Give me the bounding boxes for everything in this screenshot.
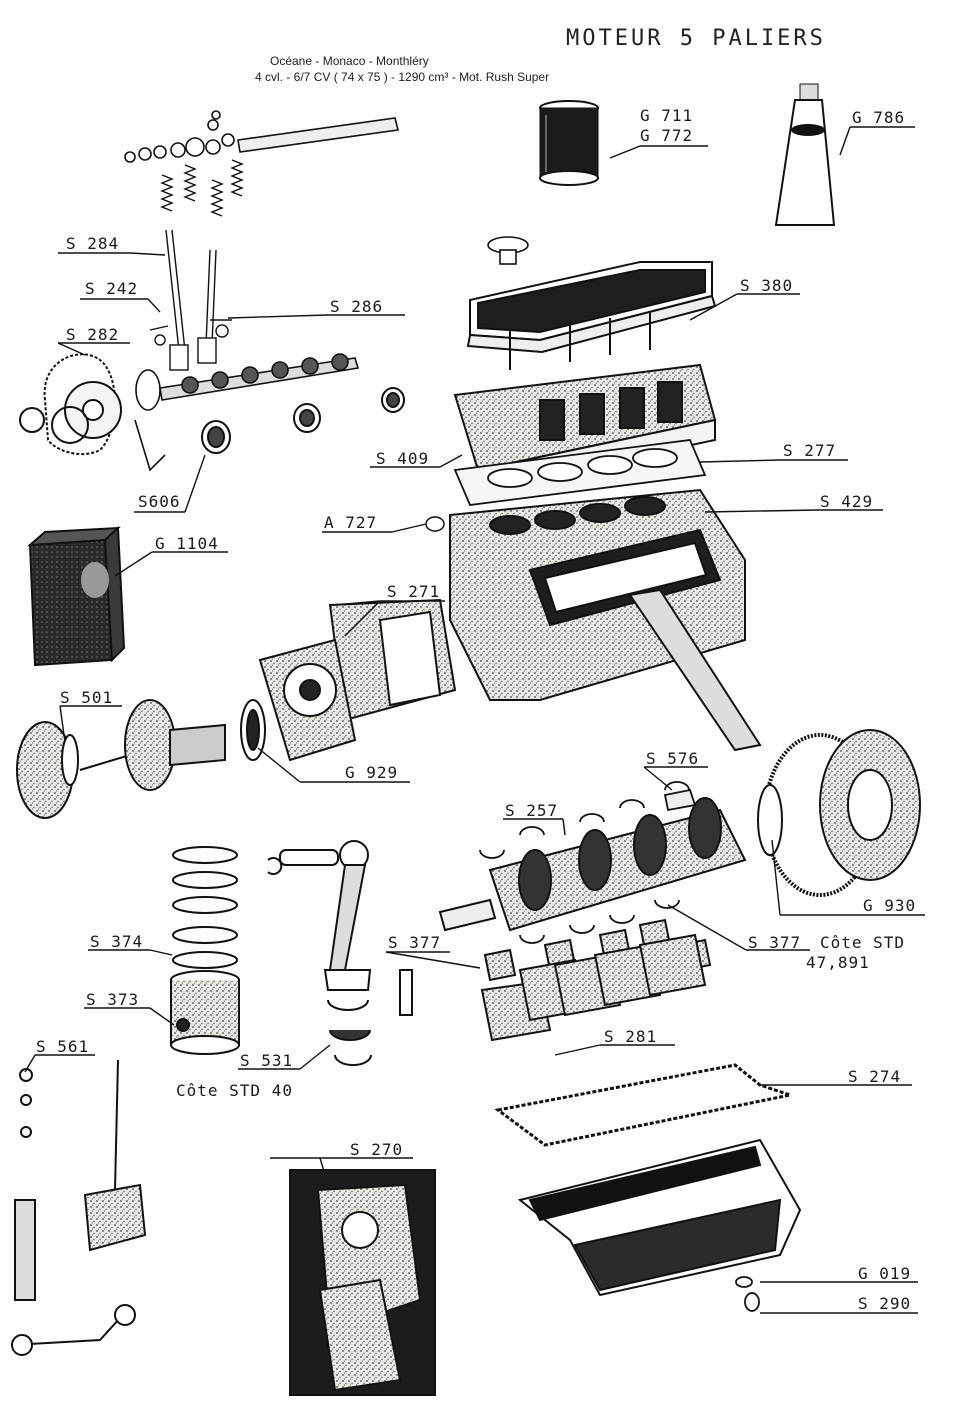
dipstick-plug <box>425 516 445 532</box>
page-title: MOTEUR 5 PALIERS <box>566 26 826 51</box>
oil-pump <box>11 1059 147 1356</box>
label-s374: S 374 <box>90 932 144 951</box>
crank-size-value: 47,891 <box>806 953 870 972</box>
label-s373: S 373 <box>86 990 140 1009</box>
label-s290: S 290 <box>858 1294 912 1313</box>
label-s282: S 282 <box>66 325 120 344</box>
label-s429: S 429 <box>820 492 874 511</box>
label-s274: S 274 <box>848 1067 902 1086</box>
oil-filter-cartridge <box>539 100 599 186</box>
flywheel <box>757 729 921 897</box>
label-s271: S 271 <box>387 582 441 601</box>
label-a727: A 727 <box>324 513 378 532</box>
engine-specs: 4 cvl. - 6/7 CV ( 74 x 75 ) - 1290 cm³ -… <box>255 70 550 84</box>
label-g786: G 786 <box>852 108 906 127</box>
oil-sump-gasket <box>494 1063 796 1147</box>
label-g1104: G 1104 <box>155 534 219 553</box>
label-g019: G 019 <box>858 1264 912 1283</box>
main-bearing-shells <box>479 781 697 944</box>
label-s377-rod: S 377 <box>388 933 442 952</box>
drain-plug <box>735 1276 760 1312</box>
engine-block <box>449 488 762 752</box>
label-g930: G 930 <box>863 896 917 915</box>
rocker-cover <box>466 261 717 354</box>
head-gasket <box>453 439 707 506</box>
model-list: Océane - Monaco - Monthléry <box>270 54 429 68</box>
label-g929: G 929 <box>345 763 399 782</box>
camshaft <box>134 353 360 472</box>
label-s270: S 270 <box>350 1140 404 1159</box>
label-s377-main: S 377 <box>748 933 802 952</box>
water-pump-fan <box>16 699 226 819</box>
label-g772: G 772 <box>640 126 694 145</box>
label-s409: S 409 <box>376 449 430 468</box>
piston <box>170 970 240 1055</box>
piston-size-note: Côte STD 40 <box>176 1081 293 1100</box>
label-s257: S 257 <box>505 801 559 820</box>
oil-sump <box>517 1138 802 1297</box>
label-s242: S 242 <box>85 279 139 298</box>
timing-cover-gaskets <box>240 598 457 762</box>
sealant-tube <box>774 83 836 226</box>
gasket-set <box>289 1169 436 1396</box>
connecting-rod <box>267 840 413 1066</box>
oil-filler-cap <box>487 236 529 265</box>
label-s561: S 561 <box>36 1037 90 1056</box>
label-s606: S606 <box>138 492 181 511</box>
label-s501: S 501 <box>60 688 114 707</box>
cam-bearings <box>201 387 405 454</box>
piston-rings <box>172 846 238 969</box>
callout-leader-lines <box>24 126 925 1314</box>
crank-size-note: Côte STD <box>820 933 906 952</box>
label-s277: S 277 <box>783 441 837 460</box>
label-s286: S 286 <box>330 297 384 316</box>
label-g711: G 711 <box>640 106 694 125</box>
label-s284: S 284 <box>66 234 120 253</box>
timing-chain <box>19 353 122 456</box>
main-bearing-caps <box>480 918 712 1042</box>
label-s576: S 576 <box>646 749 700 768</box>
valve-springs <box>149 159 244 371</box>
rocker-shaft-assembly <box>124 110 399 163</box>
label-s380: S 380 <box>740 276 794 295</box>
label-s531: S 531 <box>240 1051 294 1070</box>
label-s281: S 281 <box>604 1027 658 1046</box>
crankshaft <box>438 797 747 932</box>
oil-can <box>27 525 126 667</box>
